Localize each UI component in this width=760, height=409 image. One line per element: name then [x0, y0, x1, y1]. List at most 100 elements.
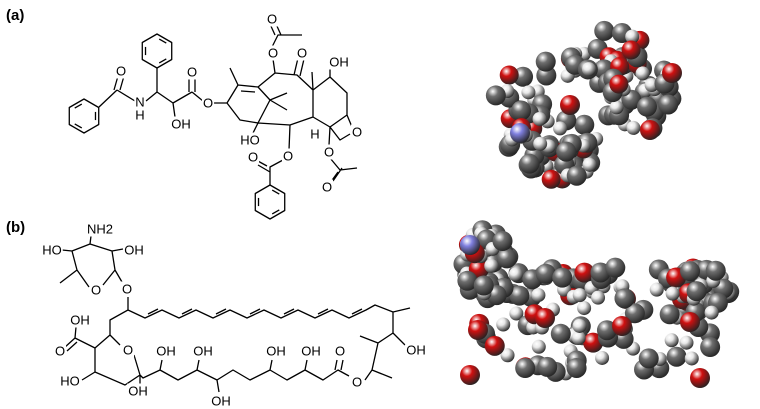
hydrogen-atom-sphere	[664, 333, 679, 348]
aromatic-double-bond	[74, 103, 83, 109]
hydrogen-atom-sphere	[521, 85, 536, 100]
atom-label: NH2	[87, 222, 113, 237]
label-background	[201, 95, 215, 111]
oxygen-atom-sphere	[662, 63, 682, 83]
atom-label: OH	[124, 243, 144, 258]
label-background	[322, 144, 336, 160]
carbon-atom-sphere	[659, 304, 680, 325]
atom-label: O	[122, 282, 132, 297]
label-background	[265, 11, 279, 27]
atom-label: O	[297, 46, 307, 61]
atom-label: N	[135, 95, 144, 110]
hydrogen-atom-sphere	[625, 29, 640, 44]
hydrogen-atom-sphere	[595, 350, 610, 365]
hydrogen-atom-sphere	[582, 157, 597, 172]
label-background	[185, 64, 199, 80]
atom-label: OH	[156, 344, 176, 359]
carbon-atom-sphere	[515, 358, 536, 379]
hydrogen-atom-sphere	[532, 112, 547, 127]
carbon-atom-sphere	[574, 114, 595, 135]
carbon-atom-sphere	[705, 260, 726, 281]
oxygen-atom-sphere	[541, 169, 561, 189]
label-background	[239, 132, 261, 148]
carbon-atom-sphere	[636, 96, 657, 117]
panel-label-a: (a)	[6, 7, 24, 24]
carbon-atom-sphere	[519, 153, 540, 174]
hydrogen-atom-sphere	[572, 288, 587, 303]
oxygen-atom-sphere	[484, 335, 505, 356]
panel-label-b: (b)	[6, 219, 25, 236]
carbon-atom-sphere	[535, 51, 556, 72]
aromatic-double-bond	[158, 58, 167, 64]
atom-label: O	[55, 344, 65, 359]
label-background	[123, 242, 145, 258]
carbon-atom-sphere	[686, 281, 707, 302]
atom-label: O	[352, 375, 362, 390]
atom-label: O	[335, 344, 345, 359]
carbon-atom-sphere	[605, 257, 626, 278]
carbon-atom-sphere	[566, 165, 587, 186]
label-background	[210, 393, 232, 409]
atom-label: HO	[42, 243, 62, 258]
nitrogen-atom-sphere	[510, 123, 530, 143]
hydrogen-atom-sphere	[684, 351, 699, 366]
carbon-atom-sphere	[473, 275, 494, 296]
carbon-atom-sphere	[596, 320, 617, 341]
oxygen-atom-sphere	[574, 262, 595, 283]
atom-label: OH	[211, 394, 231, 409]
benzene-ring	[141, 33, 173, 69]
carbon-atom-sphere	[492, 231, 513, 252]
label-background	[300, 343, 322, 359]
atom-label: OH	[171, 117, 191, 132]
atom-label: O	[283, 149, 293, 164]
aromatic-double-bond	[74, 123, 83, 129]
carbon-atom-sphere	[552, 267, 573, 288]
hydrogen-atom-sphere	[704, 305, 719, 320]
atom-label: O	[116, 64, 126, 79]
paclitaxel-skeletal-structure: O N H OH O O O O O OH HO H O O O O O	[68, 11, 364, 220]
atom-label: HO	[240, 133, 260, 148]
hydrogen-atom-sphere	[484, 258, 499, 273]
carbon-atom-sphere	[658, 94, 679, 115]
label-background	[333, 343, 347, 359]
hydrogen-atom-sphere	[508, 267, 523, 282]
aromatic-double-bond	[158, 38, 167, 44]
carbon-atom-sphere	[614, 288, 635, 309]
oxygen-atom-sphere	[460, 365, 480, 385]
atom-label: O	[267, 12, 277, 27]
carbon-atom-sphere	[638, 348, 659, 369]
label-background	[89, 282, 103, 298]
label-background	[114, 63, 128, 79]
hydrogen-atom-sphere	[626, 120, 641, 135]
amphotericin-b-skeletal-structure: NH2 HO OH O O OH O O OH OH OH OH O OH HO…	[41, 221, 427, 409]
carbon-atom-sphere	[537, 356, 558, 377]
atom-label: OH	[128, 384, 148, 399]
oxygen-atom-sphere	[640, 120, 660, 140]
oxygen-atom-sphere	[621, 40, 641, 60]
label-background	[309, 126, 321, 142]
hydrogen-atom-sphere	[553, 121, 568, 136]
label-background	[121, 342, 135, 358]
hydrogen-atom-sphere	[509, 306, 524, 321]
hydrogen-atom-sphere	[649, 282, 664, 297]
carbon-atom-sphere	[485, 85, 506, 106]
label-background	[134, 107, 146, 123]
hydrogen-atom-sphere	[531, 339, 546, 354]
label-background	[246, 149, 260, 165]
carbon-atom-sphere	[511, 100, 532, 121]
atom-label: O	[91, 283, 101, 298]
atom-label: OH	[193, 344, 213, 359]
carbon-atom-sphere	[700, 337, 721, 358]
label-background	[155, 343, 177, 359]
carbon-atom-sphere	[550, 323, 571, 344]
carbon-atom-sphere	[594, 20, 615, 41]
label-background	[328, 54, 350, 70]
label-background	[350, 374, 364, 390]
atom-label: O	[187, 65, 197, 80]
hydrogen-atom-sphere	[665, 286, 680, 301]
label-background	[281, 148, 295, 164]
polyene-double-bonds	[147, 308, 363, 315]
atom-label: OH	[70, 313, 90, 328]
label-background	[405, 342, 427, 358]
